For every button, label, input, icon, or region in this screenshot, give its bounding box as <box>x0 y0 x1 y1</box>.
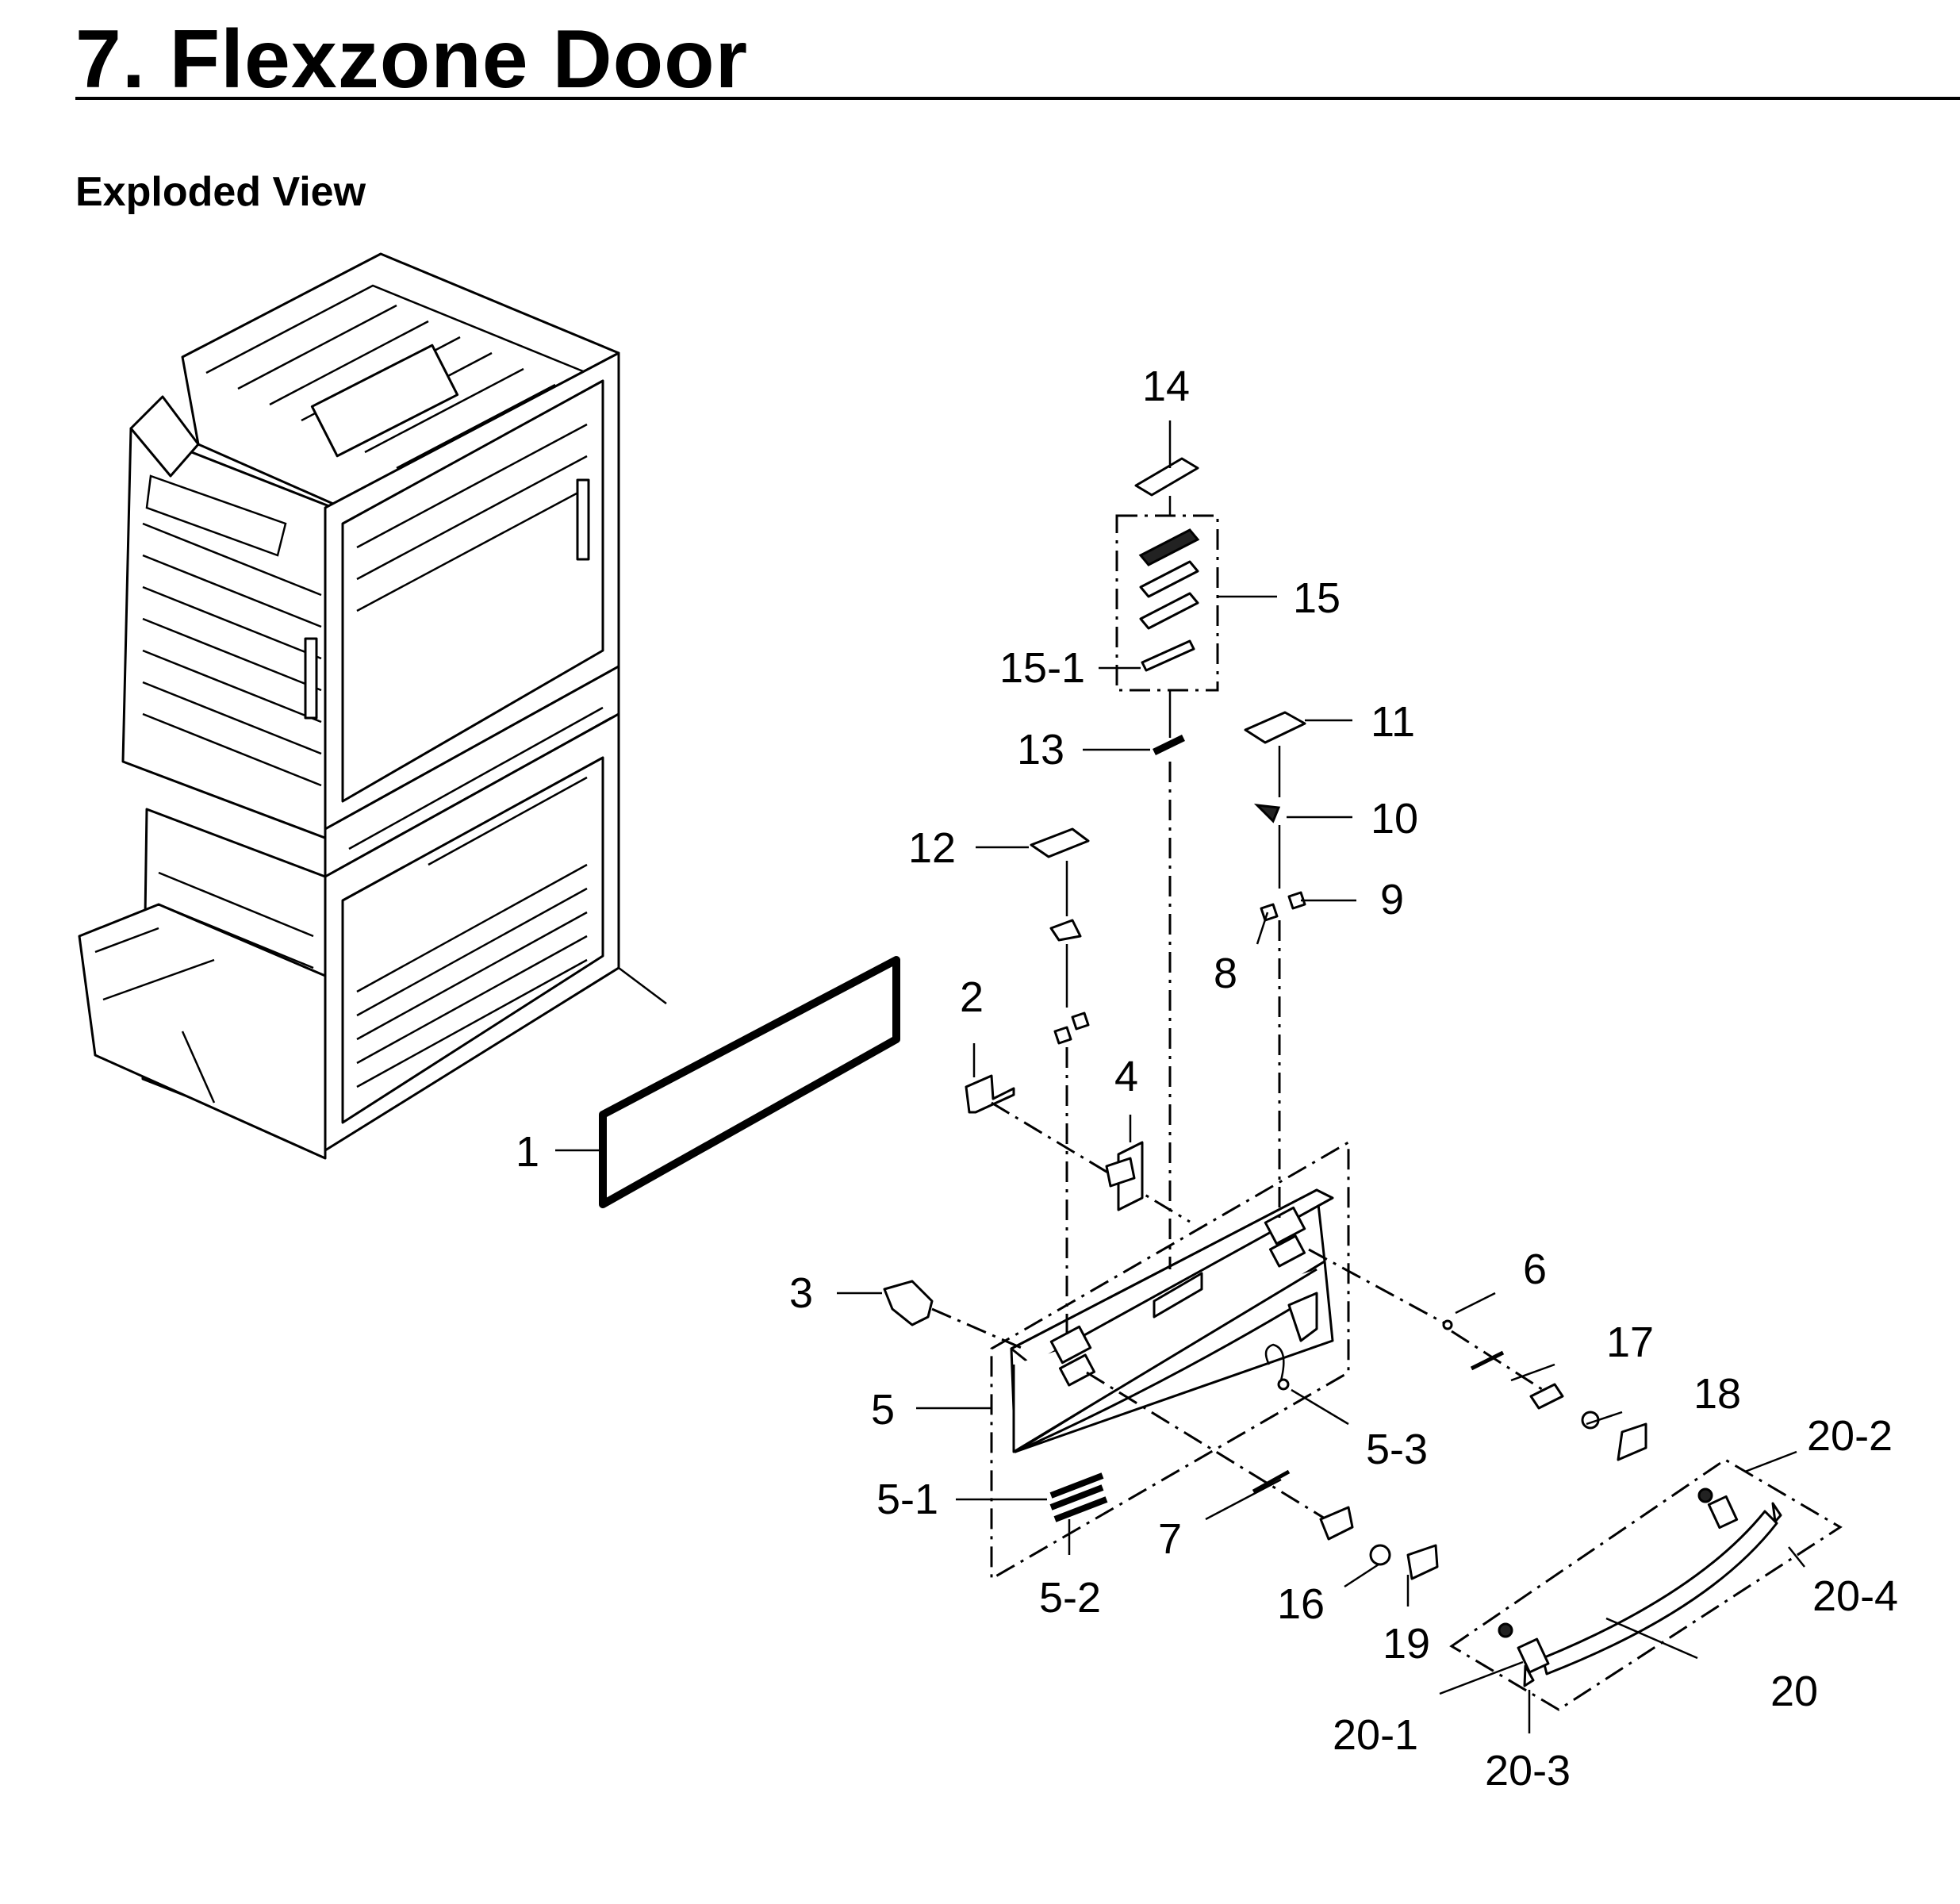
callout-11: 11 <box>1371 698 1415 746</box>
callout-5-1: 5-1 <box>876 1476 938 1523</box>
callout-20-4: 20-4 <box>1812 1572 1898 1620</box>
callout-19: 19 <box>1383 1620 1430 1668</box>
callout-20-3: 20-3 <box>1485 1747 1571 1795</box>
bottom-side-hardware <box>1086 1371 1439 1580</box>
callout-labels: 1 2 3 4 5 5-1 5-2 5-3 6 7 8 9 10 11 12 1… <box>516 363 1898 1795</box>
left-hinge-stack <box>883 827 1191 1350</box>
callout-5: 5 <box>871 1386 895 1434</box>
callout-15: 15 <box>1293 574 1341 622</box>
callout-20-2: 20-2 <box>1807 1412 1893 1460</box>
callout-17: 17 <box>1606 1319 1654 1366</box>
callout-20-1: 20-1 <box>1333 1711 1418 1759</box>
title-rule <box>75 97 1960 100</box>
right-hinge-stack <box>1244 711 1306 1222</box>
door-strips <box>1049 1472 1108 1522</box>
callout-7: 7 <box>1158 1515 1182 1563</box>
callout-8: 8 <box>1214 950 1237 997</box>
door-gasket <box>599 956 900 1208</box>
flexzone-door-assembly <box>990 1140 1350 1581</box>
callout-20: 20 <box>1770 1668 1818 1715</box>
callout-4: 4 <box>1114 1053 1138 1100</box>
leader-lines <box>555 420 1805 1733</box>
callout-9: 9 <box>1380 876 1404 923</box>
callout-1: 1 <box>516 1128 539 1176</box>
callout-3: 3 <box>789 1269 813 1317</box>
callout-14: 14 <box>1142 363 1190 410</box>
door-handle-assembly <box>1449 1458 1843 1711</box>
callout-5-2: 5-2 <box>1039 1574 1101 1622</box>
page-title: 7. Flexzone Door <box>75 13 749 106</box>
section-title: Exploded View <box>75 169 366 215</box>
callout-18: 18 <box>1693 1370 1741 1418</box>
callout-12: 12 <box>908 824 956 872</box>
right-side-hardware <box>1308 1248 1647 1461</box>
callout-13: 13 <box>1017 726 1064 774</box>
callout-2: 2 <box>960 973 984 1021</box>
refrigerator-cabinet <box>78 252 667 1160</box>
callout-5-3: 5-3 <box>1366 1426 1428 1473</box>
callout-10: 10 <box>1371 795 1418 843</box>
callout-15-1: 15-1 <box>999 644 1085 692</box>
callout-6: 6 <box>1523 1246 1547 1293</box>
handle-parts-stack <box>1115 457 1219 1269</box>
callout-16: 16 <box>1277 1580 1325 1628</box>
